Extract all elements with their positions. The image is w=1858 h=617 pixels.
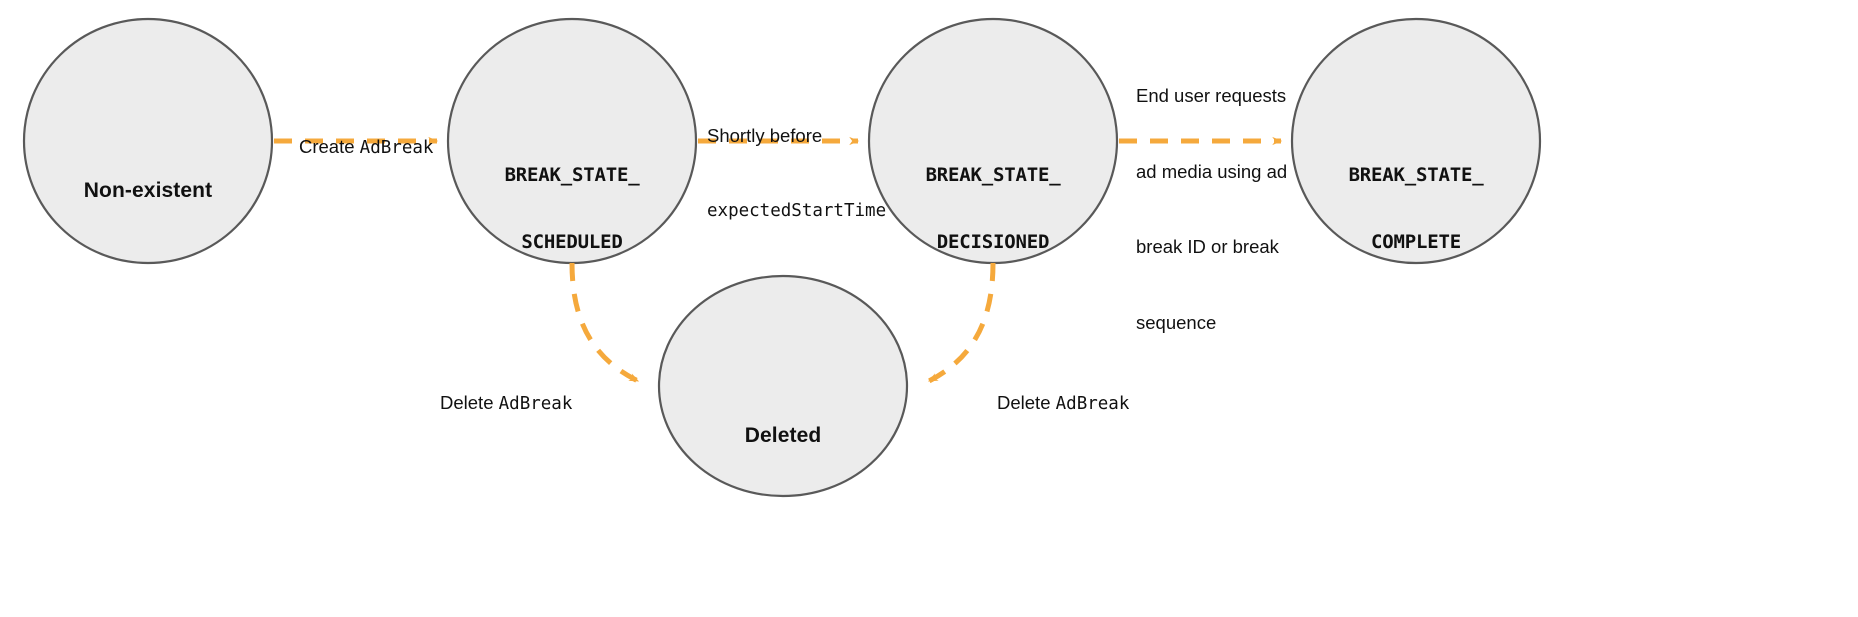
edge-label-segment: sequence [1136, 311, 1217, 333]
edge-label-line: End user requests [1136, 83, 1287, 108]
edge-label-delete-adbreak-from-decisioned: Delete AdBreak [997, 342, 1129, 466]
edge-label-segment: Delete [440, 392, 499, 414]
edge-delete-adbreak-from-decisioned[interactable] [927, 262, 996, 384]
edge-label-segment: ad media using ad [1136, 160, 1288, 182]
edge-label-line: Delete AdBreak [997, 391, 1129, 416]
edge-label-segment-code: AdBreak [498, 394, 573, 415]
edge-label-end-user-requests-ad-media: End user requests ad media using ad brea… [1136, 33, 1287, 385]
edge-label-segment-code: AdBreak [359, 138, 434, 159]
edge-label-delete-adbreak-from-scheduled: Delete AdBreak [440, 342, 572, 466]
edge-label-segment-code: expectedStartTime [707, 200, 887, 221]
edge-label-segment: Shortly before [707, 125, 823, 147]
edge-label-line: Delete AdBreak [440, 391, 572, 416]
edge-label-segment: break ID or break [1136, 236, 1279, 258]
edge-label-segment: End user requests [1136, 85, 1287, 107]
transition-edges-group [274, 136, 1283, 384]
state-nodes-group [22, 17, 1542, 498]
state-node-break-state-decisioned[interactable] [867, 17, 1119, 265]
edge-label-create-adbreak: Create AdBreak [299, 86, 433, 210]
edge-label-line: expectedStartTime [707, 198, 886, 223]
state-node-deleted[interactable] [657, 274, 909, 498]
edge-label-line: ad media using ad [1136, 159, 1287, 184]
state-node-break-state-scheduled[interactable] [446, 17, 698, 265]
edge-label-segment: Delete [997, 392, 1056, 414]
edge-label-line: sequence [1136, 310, 1287, 335]
edge-label-segment: Create [299, 136, 360, 158]
state-node-break-state-complete[interactable] [1290, 17, 1542, 265]
edge-delete-adbreak-from-scheduled[interactable] [569, 262, 640, 384]
edge-label-shortly-before-expected-start-time: Shortly before expectedStartTime [707, 75, 886, 272]
edge-label-segment-code: AdBreak [1055, 394, 1130, 415]
edge-label-line: break ID or break [1136, 234, 1287, 259]
edge-label-line: Shortly before [707, 124, 886, 149]
edge-label-line: Create AdBreak [299, 135, 433, 160]
state-node-non-existent[interactable] [22, 17, 274, 265]
